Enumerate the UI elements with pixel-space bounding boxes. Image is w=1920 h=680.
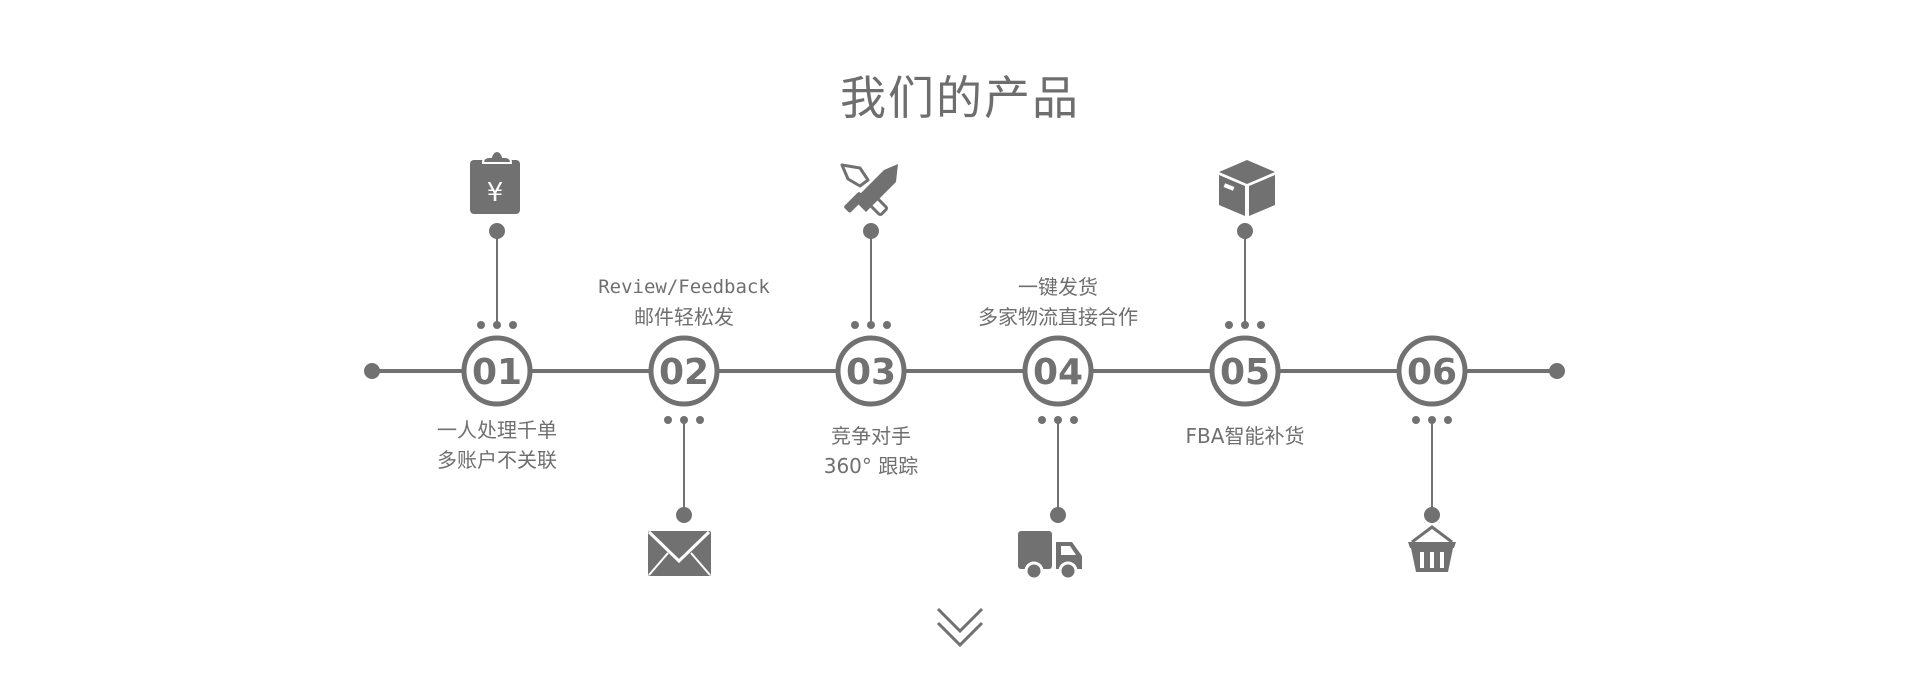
step-02[interactable]: 02: [647, 335, 720, 576]
double-chevron-down-icon[interactable]: [932, 603, 988, 653]
timeline-end-dot: [1549, 363, 1565, 379]
step-05[interactable]: 05: [1209, 160, 1281, 407]
crossed-swords-icon: [840, 163, 898, 216]
envelope-icon: [647, 530, 711, 576]
step-label-line: 竞争对手: [831, 424, 911, 448]
step-04[interactable]: 04: [1018, 335, 1094, 581]
page-title: 我们的产品: [840, 71, 1080, 125]
svg-text:¥: ¥: [487, 178, 504, 208]
step-number: 03: [846, 352, 896, 393]
step-number: 01: [472, 352, 522, 393]
box-icon: [1219, 160, 1275, 216]
step-label-line: 多家物流直接合作: [978, 305, 1138, 329]
step-label-line: Review/Feedback: [598, 276, 770, 298]
timeline-start-dot: [364, 363, 380, 379]
step-label-line: 邮件轻松发: [634, 305, 734, 329]
step-01[interactable]: 01 ¥: [461, 149, 533, 407]
step-03[interactable]: 03: [835, 163, 907, 407]
step-label-line: FBA智能补货: [1185, 424, 1305, 448]
step-03-label: 竞争对手 360° 跟踪: [824, 421, 919, 481]
step-label-line: 一人处理千单: [437, 418, 557, 442]
step-label-line: 多账户不关联: [437, 448, 557, 472]
basket-icon: [1408, 525, 1456, 572]
step-02-label: Review/Feedback 邮件轻松发: [598, 272, 770, 332]
step-circle: [648, 335, 720, 407]
step-label-line: 一键发货: [1018, 275, 1098, 299]
truck-icon: [1018, 531, 1082, 581]
step-number: 06: [1407, 352, 1457, 393]
step-05-label: FBA智能补货: [1186, 421, 1305, 451]
step-circle: [1022, 335, 1094, 407]
step-circle: [461, 335, 533, 407]
step-circle: [1396, 335, 1468, 407]
step-04-label: 一键发货 多家物流直接合作: [978, 272, 1138, 332]
clipboard-yen-icon: ¥: [470, 149, 520, 214]
step-circle: [835, 335, 907, 407]
step-number: 04: [1033, 352, 1083, 393]
step-01-label: 一人处理千单 多账户不关联: [437, 415, 557, 475]
step-label-line: 360° 跟踪: [823, 454, 919, 478]
step-06[interactable]: 06: [1396, 335, 1468, 572]
step-number: 02: [659, 352, 709, 393]
step-circle: [1209, 335, 1281, 407]
step-number: 05: [1220, 352, 1270, 393]
